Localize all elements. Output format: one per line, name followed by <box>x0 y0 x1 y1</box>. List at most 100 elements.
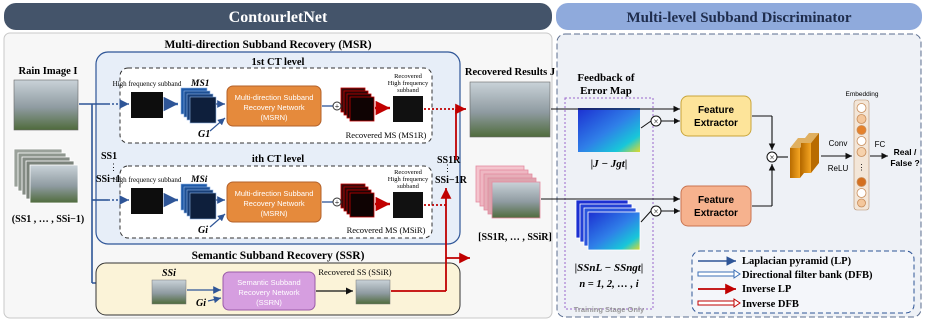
conv-label: Conv <box>829 139 848 148</box>
legend-idfb: Inverse DFB <box>742 299 799 310</box>
feature-extractor-top <box>680 95 752 137</box>
subband-set-stack <box>13 148 79 204</box>
range-label: n = 1, 2, … , i <box>579 279 638 290</box>
legend-ilp: Inverse LP <box>742 284 792 295</box>
error-map-2-stack <box>575 199 641 251</box>
ss-dots-right: ⋮ <box>443 163 452 173</box>
training-stage-box <box>564 97 654 310</box>
msrn-1-line2: Recovery Network <box>243 103 305 112</box>
recovered-ms1-label: Recovered MS (MS1R) <box>346 130 427 140</box>
output-line2: False ? <box>890 158 919 168</box>
recovered-hf-i-line1: Recovered <box>394 169 423 176</box>
svg-text:+: + <box>335 102 340 111</box>
ssr-title: Semantic Subband Recovery (SSR) <box>192 250 365 262</box>
error-map-2-label: |SSnL − SSngt| <box>575 262 644 274</box>
header-discriminator-title: Multi-level Subband Discriminator <box>626 10 851 26</box>
feature-extractor-bottom <box>680 185 752 227</box>
msrn-i-line2: Recovery Network <box>243 199 305 208</box>
level1-title: 1st CT level <box>252 57 305 68</box>
msr-title: Multi-direction Subband Recovery (MSR) <box>164 39 371 51</box>
fe-bottom-line2: Extractor <box>694 208 738 219</box>
fe-top-line2: Extractor <box>694 118 738 129</box>
ssrn-line2: Recovery Network <box>238 288 300 297</box>
msrn-1-line3: (MSRN) <box>260 113 288 122</box>
training-stage-label: Training Stage Only <box>574 305 645 314</box>
rain-image-label: Rain Image I <box>19 66 78 77</box>
hf-subband-1 <box>131 92 163 118</box>
recovered-set-stack <box>475 165 541 219</box>
ms1-label: MS1 <box>190 79 209 89</box>
embedding-label: Embedding <box>846 91 879 98</box>
g1-label: G1 <box>198 129 210 140</box>
fc-label: FC <box>875 140 886 149</box>
hf-label-1: High frequency subband <box>113 80 182 88</box>
recovered-results-image <box>469 81 551 138</box>
legend-lp: Laplacian pyramid (LP) <box>742 256 852 267</box>
hf-subband-i <box>131 188 163 214</box>
recovered-msi-label: Recovered MS (MSiR) <box>347 225 426 235</box>
msrn-box-1 <box>226 85 322 127</box>
msrn-box-i <box>226 181 322 223</box>
legend-box <box>691 250 915 314</box>
ssi-1-left: SSi−1 <box>96 174 121 185</box>
ssrn-line3: (SSRN) <box>256 298 282 307</box>
recovered-hf-1 <box>393 96 423 122</box>
svg-text:⋮: ⋮ <box>858 163 866 172</box>
msi-label: MSi <box>190 175 208 185</box>
ms1-stack <box>180 87 217 124</box>
plus-1 <box>332 101 342 111</box>
ssi-label: SSi <box>162 268 176 279</box>
relu-label: ReLU <box>828 164 849 173</box>
recovered-ms1-stack <box>340 87 375 122</box>
fe-bottom-line1: Feature <box>698 195 735 206</box>
error-map-1-label: |J − Jgt| <box>591 158 628 170</box>
recovered-hf-i-line2: High frequency <box>388 176 429 183</box>
output-line1: Real / <box>894 147 917 157</box>
svg-text:+: + <box>335 198 340 207</box>
legend-dfb: Directional filter bank (DFB) <box>742 270 873 281</box>
legend-idfb-line <box>697 298 741 308</box>
svg-text:×: × <box>769 153 774 163</box>
svg-text:×: × <box>653 117 658 127</box>
ssi-1r-right: SSi−1R <box>435 175 468 186</box>
header-discriminator <box>556 3 922 30</box>
msi-stack <box>180 183 217 220</box>
gi-ssr-label: Gi <box>196 298 206 309</box>
recovered-hf-i-line3: subband <box>397 183 419 190</box>
gi-label: Gi <box>198 225 208 236</box>
feedback-title-1: Feedback of <box>577 72 634 84</box>
leveli-title: ith CT level <box>252 154 304 165</box>
msrn-i-line1: Multi-direction Subband <box>235 189 314 198</box>
subband-set-label: (SS1 , … , SSi−1) <box>12 214 84 225</box>
recovered-hf-1-line1: Recovered <box>394 73 423 80</box>
ss1-left: SS1 <box>101 151 117 162</box>
recovered-hf-1-line3: subband <box>397 87 419 94</box>
header-contourletnet <box>4 3 552 30</box>
recovered-ss-label: Recovered SS (SSiR) <box>318 267 391 277</box>
discriminator-panel <box>556 33 922 318</box>
fe-top-line1: Feature <box>698 105 735 116</box>
hf-label-i: High frequency subband <box>113 176 182 184</box>
error-map-1 <box>578 108 640 152</box>
legend-dfb-line <box>697 269 741 279</box>
svg-text:×: × <box>653 207 658 217</box>
ss1r-right: SS1R <box>437 155 461 166</box>
recovered-ssi-image <box>355 279 391 305</box>
recovered-results-label: Recovered Results J <box>465 67 555 78</box>
ssrn-box <box>222 271 316 311</box>
msrn-i-line3: (MSRN) <box>260 209 288 218</box>
recovered-set-label: [SS1R, … , SSiR] <box>478 232 552 243</box>
conv-feature-blocks <box>790 133 819 178</box>
plus-i <box>332 197 342 207</box>
ssi-image <box>151 279 187 305</box>
recovered-hf-i <box>393 192 423 218</box>
msrn-1-line1: Multi-direction Subband <box>235 93 314 102</box>
recovered-msi-stack <box>340 183 375 218</box>
ssrn-line1: Semantic Subband <box>237 278 300 287</box>
rain-image <box>13 79 79 131</box>
recovered-hf-1-line2: High frequency <box>388 80 429 87</box>
feedback-title-2: Error Map <box>580 85 632 97</box>
header-contourletnet-title: ContourletNet <box>229 9 328 26</box>
ss-dots-left: ⋮ <box>109 162 118 172</box>
